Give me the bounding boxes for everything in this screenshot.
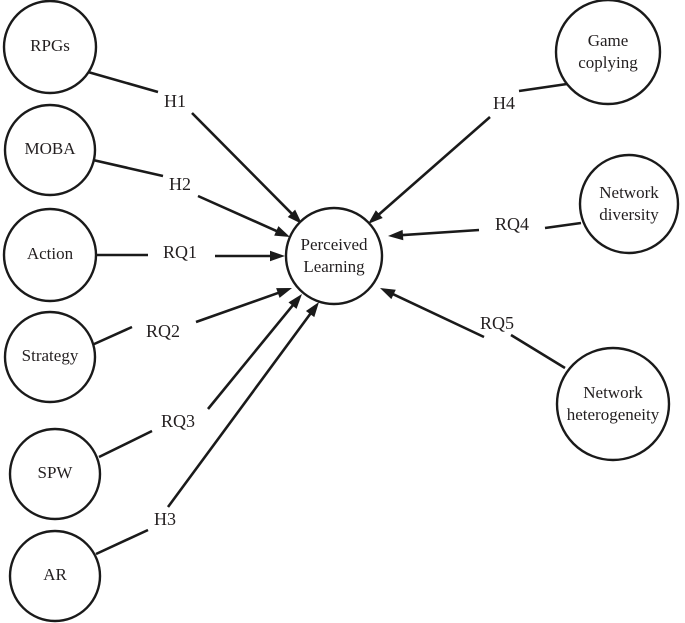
edge-label-rq3: RQ3 [161,411,195,431]
edge-rq2-segment-outer [91,325,133,347]
edge-rq5-segment-inner [389,291,485,339]
edge-h2-arrowhead [274,226,290,237]
edge-rq3-segment-inner [206,301,297,410]
node-network-heterogeneity-label-line1: Network [583,383,643,402]
node-strategy[interactable]: Strategy [3,310,97,404]
edge-rq2 [91,288,292,347]
node-spw-circle[interactable] [8,427,102,521]
node-action-circle[interactable] [2,207,98,303]
node-game-coplying-label-line1: Game [588,31,629,50]
node-ar[interactable]: AR [8,529,102,623]
node-strategy-label: Strategy [22,346,79,365]
edge-h1-arrowhead [287,209,302,224]
edge-label-rq1: RQ1 [163,242,197,262]
edge-h2 [92,158,290,237]
edge-rq3-segment-outer [98,429,153,459]
edge-h3-segment-outer [95,528,149,556]
edge-rq4 [388,221,582,241]
edge-rq5 [380,288,566,370]
node-action[interactable]: Action [2,207,98,303]
node-rpgs[interactable]: RPGs [2,0,98,95]
edge-label-h3: H3 [154,509,176,529]
node-network-heterogeneity-label-line2: heterogeneity [567,405,660,424]
node-ar-circle[interactable] [8,529,102,623]
edge-rq3 [98,294,302,459]
node-network-diversity-label-line1: Network [599,183,659,202]
edge-h3 [95,302,319,556]
node-game-coplying[interactable]: Game coplying [554,0,662,106]
node-network-heterogeneity[interactable]: Network heterogeneity [555,346,671,462]
edge-rq4-segment-outer [544,221,582,230]
node-rpgs-label: RPGs [30,36,70,55]
edge-rq1-arrowhead [270,250,285,262]
edge-rq5-arrowhead [380,288,396,300]
edge-h1-segment-outer [87,70,159,94]
edge-h3-segment-inner [166,310,314,508]
edge-h2-segment-inner [197,194,281,234]
node-network-diversity-circle[interactable] [578,153,680,255]
edge-label-h2: H2 [169,174,191,194]
edge-label-rq2: RQ2 [146,321,180,341]
node-spw-label: SPW [38,463,74,482]
node-action-label: Action [27,244,74,263]
node-moba-label: MOBA [24,139,76,158]
node-network-diversity[interactable]: Network diversity [578,153,680,255]
edge-rq3-arrowhead [288,294,302,309]
edge-h3-arrowhead [305,302,319,318]
edge-rq5-segment-outer [510,333,566,370]
edge-h4-segment-inner [375,116,491,218]
node-network-diversity-label-line2: diversity [599,205,659,224]
node-moba-circle[interactable] [3,103,97,197]
edge-h1-segment-inner [191,112,296,218]
edges-layer [87,70,582,556]
edge-h4 [368,82,568,224]
edge-rq4-segment-inner [398,228,480,237]
node-perceived-learning-label-line1: Perceived [300,235,368,254]
edge-rq2-arrowhead [276,288,292,298]
node-strategy-circle[interactable] [3,310,97,404]
edge-h2-segment-outer [92,158,164,178]
edge-label-h1: H1 [164,91,186,111]
edge-label-h4: H4 [493,93,515,113]
node-game-coplying-circle[interactable] [554,0,662,106]
edge-h4-arrowhead [368,210,383,224]
node-game-coplying-label-line2: coplying [578,53,638,72]
node-ar-label: AR [43,565,67,584]
node-perceived-learning-circle[interactable] [284,206,384,306]
node-network-heterogeneity-circle[interactable] [555,346,671,462]
edge-label-rq5: RQ5 [480,313,514,333]
edge-rq4-arrowhead [388,229,404,241]
edge-h1 [87,70,302,224]
node-perceived-learning-label-line2: Learning [303,257,365,276]
edge-h4-segment-outer [518,82,568,93]
node-spw[interactable]: SPW [8,427,102,521]
edge-rq1 [96,250,285,262]
edge-label-rq4: RQ4 [495,214,529,234]
edge-rq2-segment-inner [195,290,283,324]
node-rpgs-circle[interactable] [2,0,98,95]
node-moba[interactable]: MOBA [3,103,97,197]
